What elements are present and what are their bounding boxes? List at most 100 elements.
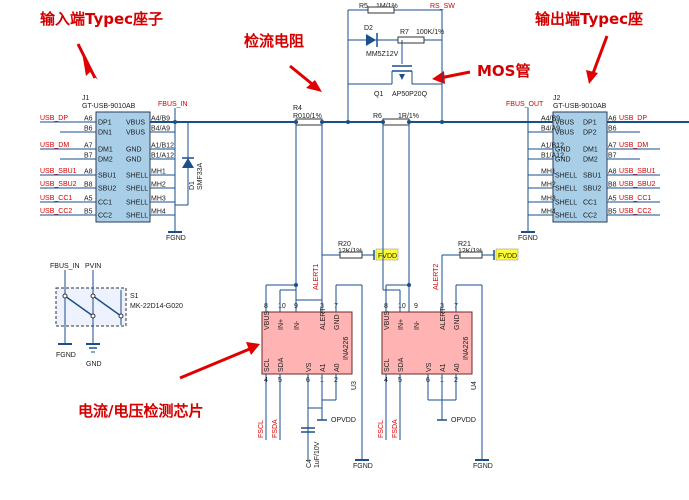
j2-pin-left-shell: SHELL — [555, 186, 577, 193]
s1-ref: S1 — [130, 293, 139, 300]
u4-pin-in: IN- — [414, 320, 421, 330]
j2-pin-left-vbus: VBUS — [555, 130, 574, 137]
s1-fgnd-label: FGND — [56, 352, 76, 359]
net-usb-sbu1-out: USB_SBU1 — [619, 168, 656, 175]
net-fsda-u3: FSDA — [272, 419, 279, 438]
j2-pinnum-right: B5 — [608, 209, 617, 216]
j2-pinnum-right: A6 — [608, 116, 617, 123]
u4-ref: U4 — [471, 381, 478, 390]
j2-pinnum-left: MH1 — [541, 169, 556, 176]
j2-pinnum-left: MH4 — [541, 209, 556, 216]
annotation-mos: MOS管 — [477, 62, 530, 80]
net-usb-cc2-out: USB_CC2 — [619, 208, 651, 215]
j1-pinnum-right: MH4 — [151, 209, 166, 216]
u3-pin-alert: ALERT — [320, 307, 327, 330]
u4-pin-scl: SCL — [384, 358, 391, 372]
u3-pin-vbus: VBUS — [264, 311, 271, 330]
u4-pin-vbus: VBUS — [384, 311, 391, 330]
j1-pinnum-left: B5 — [84, 209, 93, 216]
net-usb-cc1-out: USB_CC1 — [619, 195, 651, 202]
r4-value: R010/1% — [293, 113, 322, 120]
q1-value: AP50P20Q — [392, 91, 428, 98]
fvdd-flag-2 — [495, 248, 519, 261]
net-usb-dm-in: USB_DM — [40, 142, 69, 149]
net-usb-sbu1-in: USB_SBU1 — [40, 168, 77, 175]
j1-pinnum-left: B8 — [84, 182, 93, 189]
r5-resistor — [367, 6, 395, 14]
net-usb-dm-out: USB_DM — [619, 142, 648, 149]
r7-value: 100K/1% — [416, 29, 444, 36]
j2-pin-left-shell: SHELL — [555, 200, 577, 207]
d2-zener-symbol — [366, 34, 376, 46]
u3-pin-vs: VS — [306, 362, 313, 372]
s1-gnd-label: GND — [86, 361, 102, 368]
q1-mosfet-symbol — [399, 74, 405, 80]
j2-pinnum-left: A1/B12 — [541, 143, 564, 150]
s1-fbus-in-label: FBUS_IN — [50, 263, 80, 270]
j2-pin-right-sbu2: SBU2 — [583, 186, 601, 193]
s1-switch-body — [55, 287, 127, 327]
j1-pin-right-shell: SHELL — [126, 200, 148, 207]
u3-pinnum-top: 10 — [278, 303, 286, 310]
j1-pin-left-sbu2: SBU2 — [98, 186, 116, 193]
j1-pin-right-vbus: VBUS — [126, 130, 145, 137]
j2-pin-left-gnd: GND — [555, 147, 571, 154]
r7-ref: R7 — [400, 29, 409, 36]
j2-pinnum-left: MH2 — [541, 182, 556, 189]
r6-value: 1R/1% — [398, 113, 419, 120]
r6-ref: R6 — [373, 113, 382, 120]
j1-pinnum-right: MH2 — [151, 182, 166, 189]
j2-part: GT-USB-9010AB — [553, 103, 607, 110]
j1-pinnum-left: A5 — [84, 196, 93, 203]
r7-resistor — [397, 36, 425, 44]
j1-pinnum-left: A7 — [84, 143, 93, 150]
net-fscl-u4: FSCL — [378, 420, 385, 438]
r5-ref: R5 — [359, 3, 368, 10]
j2-pinnum-right: A5 — [608, 196, 617, 203]
q1-ref: Q1 — [374, 91, 383, 98]
d1-tvs-symbol — [182, 158, 194, 168]
r20-ref: R20 — [338, 241, 351, 248]
j1-pin-right-gnd: GND — [126, 157, 142, 164]
r4-shunt-resistor — [295, 118, 323, 126]
j1-pin-right-shell: SHELL — [126, 173, 148, 180]
j1-pin-right-shell: SHELL — [126, 213, 148, 220]
s1-pvin-label: PVIN — [85, 263, 101, 270]
d2-ref: D2 — [364, 25, 373, 32]
j1-pin-left-dn1: DN1 — [98, 130, 112, 137]
net-alert1: ALERT1 — [313, 264, 320, 290]
annotation-monitor-chip: 电流/电压检测芯片 — [78, 402, 203, 420]
j2-pin-right-cc1: CC1 — [583, 200, 597, 207]
j1-pinnum-right: A4/B9 — [151, 116, 170, 123]
net-fscl-u3: FSCL — [258, 420, 265, 438]
d2-value: MM5Z12V — [366, 51, 399, 58]
u4-pin-alert: ALERT — [440, 307, 447, 330]
j2-pinnum-right: B7 — [608, 153, 617, 160]
opvdd-label-u4: OPVDD — [451, 417, 476, 424]
u4-pinnum-top: 9 — [414, 303, 418, 310]
j1-ref: J1 — [82, 95, 90, 102]
j1-pinnum-left: A6 — [84, 116, 93, 123]
u3-pin-a1: A1 — [320, 363, 327, 372]
net-fbus-out: FBUS_OUT — [506, 101, 544, 108]
j1-part: GT-USB-9010AB — [82, 103, 136, 110]
u3-pin-in: IN+ — [278, 319, 285, 330]
u3-pin-gnd: GND — [334, 314, 341, 330]
j2-pin-right-dm2: DM2 — [583, 157, 598, 164]
j2-pin-right-dm1: DM1 — [583, 147, 598, 154]
j2-pinnum-right: B8 — [608, 182, 617, 189]
net-fbus-in: FBUS_IN — [158, 101, 188, 108]
j1-pin-left-dm2: DM2 — [98, 157, 113, 164]
j1-pin-right-shell: SHELL — [126, 186, 148, 193]
net-fsda-u4: FSDA — [392, 419, 399, 438]
net-rs-sw: RS_SW — [430, 3, 455, 10]
fvdd-label-2: FVDD — [498, 253, 517, 260]
fvdd-label-1: FVDD — [378, 253, 397, 260]
j1-pinnum-right: B4/A9 — [151, 126, 170, 133]
c4-value: 1uF/10V — [314, 441, 321, 468]
j1-pinnum-right: A1/B12 — [151, 143, 174, 150]
u3-part: INA226 — [343, 337, 350, 360]
s1-value: MK-22D14-G020 — [130, 303, 183, 310]
j1-pin-left-dm1: DM1 — [98, 147, 113, 154]
